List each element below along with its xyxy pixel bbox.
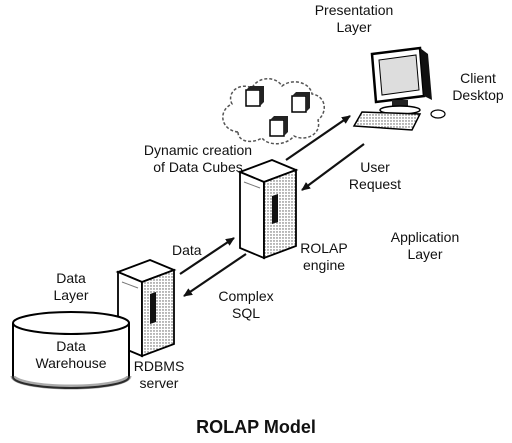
cube-icon: [269, 116, 288, 137]
data-cubes-cloud: [222, 78, 325, 145]
presentation-layer-line-2: Layer: [336, 19, 372, 35]
application-layer-line-1: Application: [390, 229, 460, 245]
rolap-server-icon: [237, 159, 299, 260]
rdbms-server-label: RDBMS server: [124, 358, 194, 392]
arrows: [179, 115, 365, 297]
dynamic-cubes-line-2: of Data Cubes: [153, 159, 243, 175]
cube-icon: [291, 92, 310, 113]
application-layer-line-2: Layer: [407, 246, 443, 262]
client-desktop-label: Client Desktop: [445, 70, 511, 104]
user-request-line-1: User: [360, 159, 390, 175]
complex-sql-line-2: SQL: [231, 305, 260, 321]
arrow-user-request: [301, 143, 365, 191]
data-arrow-label: Data: [172, 242, 202, 258]
data-warehouse-icon: [10, 311, 132, 390]
client-desktop-line-1: Client: [460, 70, 496, 86]
arrow-complex-sql: [183, 253, 247, 297]
data-layer-label: Data Layer: [44, 270, 98, 304]
complex-sql-label: Complex SQL: [206, 288, 286, 322]
data-warehouse-line-2: Warehouse: [35, 355, 107, 371]
cube-icon: [245, 86, 264, 107]
data-warehouse-line-1: Data: [56, 338, 86, 354]
client-desktop-line-2: Desktop: [452, 87, 504, 103]
presentation-layer-label: Presentation Layer: [298, 2, 410, 36]
data-warehouse-label: Data Warehouse: [16, 338, 126, 372]
rolap-engine-line-1: ROLAP: [300, 240, 348, 256]
rolap-engine-label: ROLAP engine: [292, 240, 356, 274]
complex-sql-line-1: Complex: [218, 288, 274, 304]
rolap-engine-line-2: engine: [302, 257, 346, 273]
data-layer-line-1: Data: [56, 270, 86, 286]
dynamic-cubes-label: Dynamic creation of Data Cubes: [126, 142, 270, 176]
application-layer-label: Application Layer: [375, 229, 475, 263]
arrow-data-to-engine: [179, 237, 235, 275]
data-layer-line-2: Layer: [53, 287, 89, 303]
rdbms-server-line-2: server: [139, 375, 179, 391]
client-desktop-icon: [352, 46, 446, 131]
rdbms-server-line-1: RDBMS: [133, 358, 185, 374]
user-request-label: User Request: [335, 159, 415, 193]
user-request-line-2: Request: [348, 176, 402, 192]
arrow-cubes-to-client: [285, 115, 351, 161]
dynamic-cubes-line-1: Dynamic creation: [143, 142, 253, 158]
presentation-layer-line-1: Presentation: [314, 2, 394, 18]
diagram-title: ROLAP Model: [196, 417, 316, 437]
